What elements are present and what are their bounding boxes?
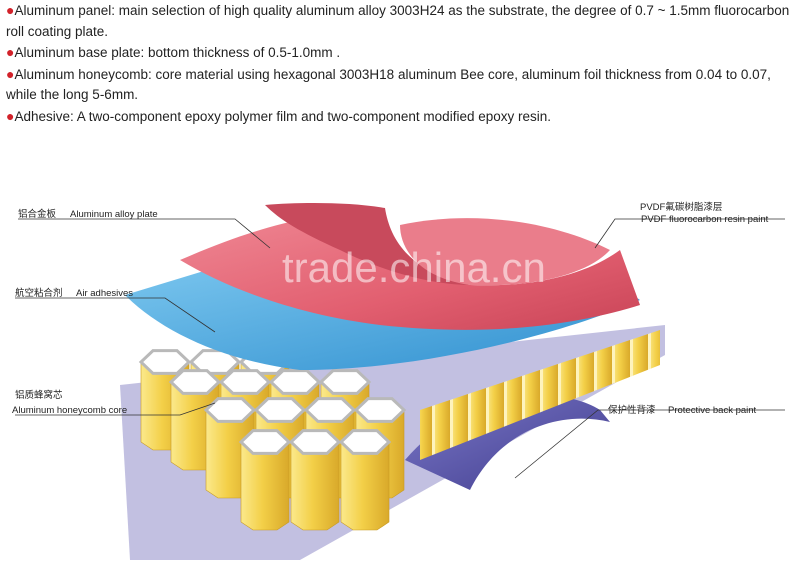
honeycomb-cell-opening bbox=[253, 397, 307, 423]
honeycomb-cell-opening bbox=[218, 369, 272, 395]
label-core-en: Aluminum honeycomb core bbox=[12, 405, 127, 416]
leader-line-adhesive bbox=[15, 297, 216, 333]
honeycomb-cell-opening bbox=[268, 369, 322, 395]
honeycomb-side-face bbox=[420, 330, 660, 460]
label-back-en: Protective back paint bbox=[668, 405, 757, 416]
honeycomb-cell-wall bbox=[240, 441, 290, 531]
panel-structure-diagram: 铝合金板 Aluminum alloy plate PVDF氟碳树脂漆层 PVD… bbox=[12, 201, 785, 560]
honeycomb-cell-opening bbox=[318, 369, 372, 395]
leader-line-core bbox=[15, 402, 216, 416]
aluminum-alloy-plate-curl bbox=[265, 203, 470, 285]
spec-text: Aluminum honeycomb: core material using … bbox=[6, 66, 771, 103]
spec-text: Adhesive: A two-component epoxy polymer … bbox=[14, 108, 551, 124]
specification-list: ●Aluminum panel: main selection of high … bbox=[6, 0, 796, 127]
spec-adhesive: ●Adhesive: A two-component epoxy polymer… bbox=[6, 106, 796, 128]
label-pvdf-en: PVDF fluorocarbon resin paint bbox=[641, 214, 769, 225]
bullet-dot-icon: ● bbox=[6, 65, 15, 82]
bullet-dot-icon: ● bbox=[6, 2, 15, 18]
spec-honeycomb: ●Aluminum honeycomb: core material using… bbox=[6, 64, 796, 106]
leader-line-back bbox=[514, 409, 785, 479]
label-adhesive-cn: 航空粘合剂 bbox=[15, 287, 63, 299]
leader-lines bbox=[15, 218, 785, 479]
honeycomb-cell-opening bbox=[353, 397, 407, 423]
honeycomb-core bbox=[138, 349, 407, 531]
label-alloy-plate-cn: 铝合金板 bbox=[18, 208, 57, 220]
honeycomb-cell-wall bbox=[290, 441, 340, 531]
honeycomb-cell-opening bbox=[168, 369, 222, 395]
label-alloy-plate-en: Aluminum alloy plate bbox=[70, 209, 158, 220]
bullet-dot-icon: ● bbox=[6, 44, 15, 60]
watermark-text: trade.china.cn bbox=[282, 244, 546, 291]
honeycomb-cell-opening bbox=[203, 397, 257, 423]
spec-aluminum-panel: ●Aluminum panel: main selection of high … bbox=[6, 0, 796, 42]
honeycomb-cell-wall bbox=[340, 441, 390, 531]
honeycomb-cell-opening bbox=[238, 429, 292, 455]
honeycomb-cell-opening bbox=[138, 349, 192, 375]
bullet-dot-icon: ● bbox=[6, 107, 15, 124]
leader-line-alloy bbox=[18, 218, 271, 249]
spec-text: Aluminum panel: main selection of high q… bbox=[6, 3, 790, 39]
leader-line-pvdf bbox=[594, 218, 785, 249]
label-core-cn: 铝质蜂窝芯 bbox=[15, 389, 63, 401]
spec-text: Aluminum base plate: bottom thickness of… bbox=[14, 45, 341, 60]
label-pvdf-cn: PVDF氟碳树脂漆层 bbox=[640, 201, 722, 213]
honeycomb-cell-opening bbox=[338, 429, 392, 455]
pvdf-layer bbox=[400, 218, 610, 286]
spec-base-plate: ●Aluminum base plate: bottom thickness o… bbox=[6, 42, 796, 64]
honeycomb-cell-opening bbox=[288, 429, 342, 455]
label-adhesive-en: Air adhesives bbox=[76, 288, 133, 299]
label-back-cn: 保护性背漆 bbox=[608, 404, 656, 416]
honeycomb-cell-opening bbox=[303, 397, 357, 423]
